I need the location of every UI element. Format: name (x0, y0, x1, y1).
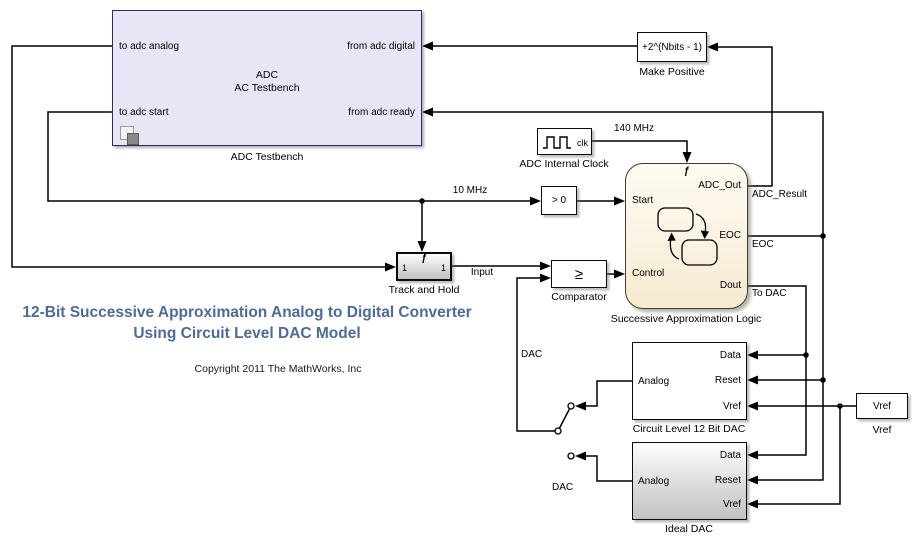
model-title: 12-Bit Successive Approximation Analog t… (10, 302, 484, 344)
adc-internal-clock-label: ADC Internal Clock (519, 158, 609, 170)
track-and-hold-block[interactable]: 1 1 ƒ (396, 252, 452, 281)
vref-source-label: Vref (872, 424, 892, 436)
port-from-adc-digital: from adc digital (347, 41, 415, 52)
adc-testbench-block[interactable]: to adc analog to adc start from adc digi… (112, 10, 422, 146)
wire-ideal-analog-out[interactable] (586, 455, 632, 482)
copyright-text: Copyright 2011 The MathWorks, Inc (194, 363, 362, 375)
signal-label-eoc: EOC (752, 239, 774, 250)
switch-terminal-circuit (567, 402, 575, 410)
port-to-adc-analog: to adc analog (119, 41, 180, 52)
wire-eoc-to-ready[interactable] (432, 111, 824, 236)
port-vref: Vref (723, 401, 741, 412)
wire-clock-140mhz[interactable] (592, 140, 688, 153)
signal-label-dac-feedback: DAC (521, 349, 543, 360)
comparator-symbol: ≥ (574, 265, 584, 283)
track-hold-out-port: 1 (440, 263, 446, 273)
wire-to-adc-analog[interactable] (11, 45, 386, 268)
circuit-dac-block[interactable]: Analog Data Reset Vref (632, 342, 747, 420)
subsystem-badge-icon (127, 133, 139, 145)
model-title-line2: Using Circuit Level DAC Model (133, 325, 361, 342)
make-positive-expression: +2^(Nbits - 1) (642, 41, 702, 53)
trigger-icon: ƒ (683, 166, 690, 177)
port-from-adc-ready: from adc ready (348, 107, 415, 118)
compare-to-zero-expression: > 0 (551, 195, 567, 206)
vref-source-block[interactable]: Vref (856, 393, 908, 419)
wire-vref-to-ideal[interactable] (758, 406, 841, 505)
vref-source-text: Vref (873, 400, 891, 412)
make-positive-label: Make Positive (639, 66, 705, 78)
switch-terminal-common (554, 427, 562, 435)
arrowheads (385, 41, 758, 509)
compare-to-zero-block[interactable]: > 0 (541, 186, 577, 215)
signal-label-to-dac: To DAC (752, 288, 787, 299)
wire-to-adc-start-10mhz[interactable] (47, 111, 531, 202)
signal-label-10mhz: 10 MHz (452, 185, 488, 196)
make-positive-block[interactable]: +2^(Nbits - 1) (637, 32, 707, 62)
trigger-icon: ƒ (421, 253, 427, 264)
switch-terminal-ideal (567, 452, 575, 460)
signal-label-adc-result: ADC_Result (752, 189, 808, 200)
testbench-center-text: ADC AC Testbench (234, 69, 300, 94)
track-and-hold-label: Track and Hold (388, 284, 460, 296)
port-to-adc-start: to adc start (119, 107, 169, 118)
wire-dout-to-dac[interactable] (748, 285, 807, 456)
sa-logic-chart-block[interactable]: ƒ Start Control ADC_Out EOC Dout (625, 163, 748, 309)
clk-port-label: clk (577, 138, 588, 148)
ideal-dac-label: Ideal DAC (665, 523, 713, 535)
signal-label-input: Input (470, 267, 494, 278)
state-machine-icon (657, 207, 718, 266)
ideal-dac-block[interactable]: Analog Data Reset Vref (632, 442, 747, 520)
wire-switch-slant[interactable] (557, 405, 572, 432)
wire-dac-feedback[interactable] (516, 277, 555, 432)
port-reset: Reset (714, 375, 741, 386)
model-title-line1: 12-Bit Successive Approximation Analog t… (22, 304, 472, 321)
port-data: Data (719, 350, 741, 361)
port-eoc: EOC (719, 230, 741, 241)
comparator-block[interactable]: ≥ (551, 260, 607, 288)
port-control: Control (632, 268, 665, 279)
port-adc-out: ADC_Out (698, 180, 741, 191)
switch-terminals[interactable] (554, 402, 575, 460)
wire-adcout-to-makepositive[interactable] (718, 46, 773, 187)
wire-eoc-to-resets[interactable] (758, 236, 824, 481)
signal-label-140mhz: 140 MHz (613, 123, 654, 134)
port-analog: Analog (638, 376, 670, 387)
port-start: Start (632, 195, 654, 206)
adc-testbench-label: ADC Testbench (230, 151, 304, 163)
adc-internal-clock-block[interactable]: clk (537, 128, 592, 155)
junction-dots (419, 198, 843, 409)
square-wave-icon (543, 136, 571, 149)
port-reset: Reset (714, 475, 741, 486)
port-dout: Dout (719, 280, 741, 291)
comparator-label: Comparator (551, 291, 607, 303)
signal-label-dac-ideal: DAC (552, 482, 574, 493)
circuit-dac-label: Circuit Level 12 Bit DAC (632, 423, 746, 435)
sa-logic-label: Successive Approximation Logic (610, 313, 762, 325)
port-analog: Analog (638, 476, 670, 487)
port-vref: Vref (723, 499, 741, 510)
wire-circuit-analog-out[interactable] (586, 380, 632, 407)
port-data: Data (719, 450, 741, 461)
track-hold-in-port: 1 (402, 263, 408, 273)
